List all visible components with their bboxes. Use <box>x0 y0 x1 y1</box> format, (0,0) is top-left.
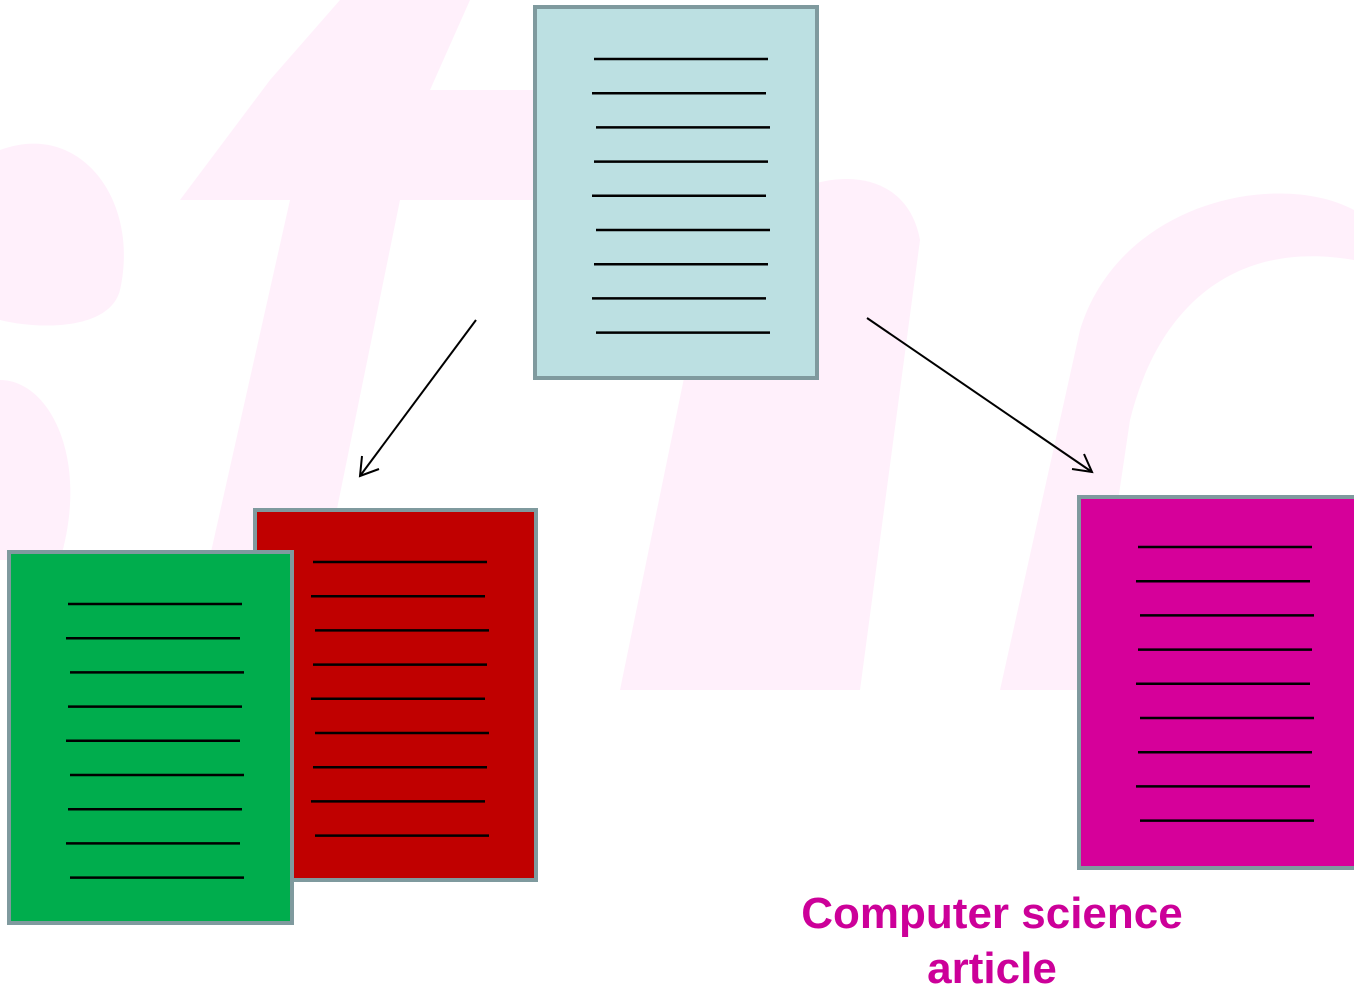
arrow-to-stack-head <box>358 455 380 478</box>
source-document-page <box>533 5 819 380</box>
arrow-to-stack <box>358 319 477 478</box>
arrow-to-magenta <box>866 317 1094 474</box>
caption-line-2: article <box>927 944 1057 993</box>
arrow-to-magenta-shaft <box>866 317 1093 473</box>
arrow-to-magenta-head <box>1071 453 1094 474</box>
source-document-lines <box>592 57 770 334</box>
magenta-document-lines <box>1136 545 1314 822</box>
magenta-document <box>1077 495 1354 870</box>
red-document <box>253 508 538 882</box>
green-document-lines <box>66 602 244 879</box>
green-document-page <box>7 550 294 925</box>
caption: Computer science article <box>742 886 1242 996</box>
red-document-page <box>253 508 538 882</box>
source-document <box>533 5 819 380</box>
arrow-to-stack-shaft <box>359 319 477 477</box>
green-document <box>7 550 294 925</box>
red-document-lines <box>311 560 489 837</box>
caption-line-1: Computer science <box>801 889 1183 938</box>
magenta-document-page <box>1077 495 1354 870</box>
